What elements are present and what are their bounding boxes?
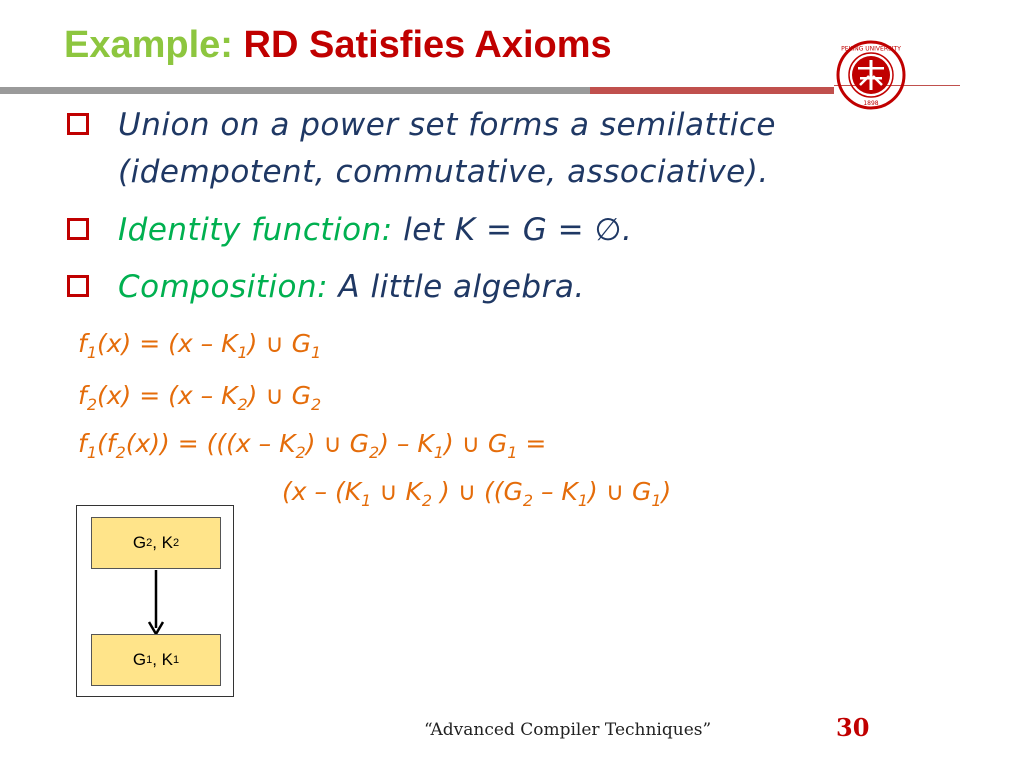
bullet-1-line-1: Union on a power set forms a semilattice (118, 107, 776, 143)
bullet-3: Composition: A little algebra. (118, 265, 585, 309)
formula-composition-result: (x – (K1 ∪ K2 ) ∪ ((G2 – K1) ∪ G1) (282, 477, 672, 510)
bullet-2-label: Identity function: (118, 212, 393, 248)
title-underline-thin (834, 85, 960, 86)
page-number: 30 (836, 713, 870, 742)
bullet-3-text: A little algebra. (328, 269, 585, 305)
formula-f2: f2(x) = (x – K2) ∪ G2 (78, 381, 322, 414)
bullet-1-line-2: (idempotent, commutative, associative). (118, 154, 769, 190)
slide-title: Example: RD Satisfies Axioms (64, 22, 612, 68)
peking-university-seal-icon: PEKING UNIVERSITY 1898 (836, 40, 906, 110)
title-main: RD Satisfies Axioms (243, 24, 612, 66)
bullet-2-text: let K = G = ∅. (392, 212, 633, 248)
logo-year: 1898 (863, 100, 878, 107)
logo-text: PEKING UNIVERSITY (841, 46, 901, 53)
formula-f1: f1(x) = (x – K1) ∪ G1 (78, 329, 322, 362)
bullet-marker (67, 218, 89, 240)
bullet-marker (67, 113, 89, 135)
title-underline-gray (0, 87, 590, 94)
bullet-2: Identity function: let K = G = ∅. (118, 208, 632, 252)
bullet-marker (67, 275, 89, 297)
title-underline-red (590, 87, 834, 94)
footer-course-title: “Advanced Compiler Techniques” (424, 720, 712, 740)
title-prefix: Example: (64, 24, 233, 66)
bullet-3-label: Composition: (118, 269, 329, 305)
formula-composition: f1(f2(x)) = (((x – K2) ∪ G2) – K1) ∪ G1 … (78, 429, 547, 462)
